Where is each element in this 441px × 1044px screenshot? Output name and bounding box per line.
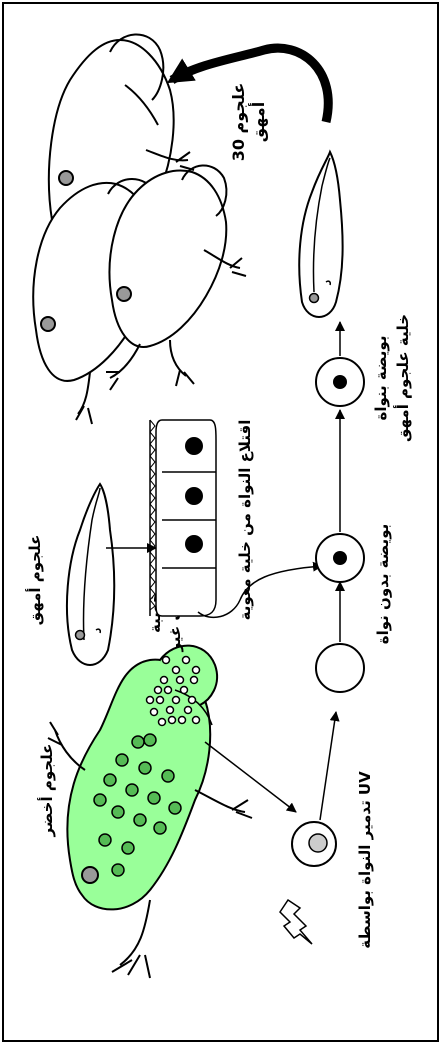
developing-tadpole-eye-icon (308, 292, 320, 304)
label-albino-tadpole: علجوم أمهق (25, 535, 44, 626)
egg-without-nucleus (315, 643, 365, 693)
label-uv-destroy: تدمير النواة بواسطة UV (356, 771, 374, 949)
label-egg-with-nucleus-2: خلية علجوم أمهق (393, 314, 412, 442)
frog-middle-eye-icon (40, 316, 56, 332)
label-green-frog: علجوم أخضر (37, 744, 56, 838)
label-egg-with-nucleus-1: بويضة بنواة (372, 336, 390, 421)
egg-with-nucleus (315, 533, 365, 583)
intestinal-cells (149, 419, 217, 617)
albino-tadpole (65, 482, 116, 666)
label-egg-no-nucleus: بويضة بدون نواة (374, 524, 392, 644)
label-nucleus-extraction: اقتلاع النواة من خلية معوية (236, 420, 254, 621)
frog-front-eye-icon (116, 286, 132, 302)
frog-top-eye-icon (58, 170, 74, 186)
arrow-eggs-to-uv (204, 741, 297, 813)
arrow-uv-to-empty-egg (319, 711, 340, 821)
arrow-nucleus-transfer (197, 561, 323, 619)
big-curved-arrow-icon (166, 43, 333, 124)
label-result-2: أمهق (248, 102, 268, 142)
albino-frog-front (106, 164, 247, 391)
frog-eye-icon (81, 866, 99, 884)
tadpole-eye-icon (74, 629, 86, 641)
egg-with-nucleus-developing (315, 357, 365, 407)
developing-tadpole (298, 149, 344, 318)
uv-egg (291, 821, 337, 867)
green-frog (47, 644, 253, 979)
lightning-bolt-icon (279, 898, 313, 945)
unfertilized-eggs-cluster (145, 655, 201, 727)
label-result-1: 30 علجوم (229, 83, 248, 162)
